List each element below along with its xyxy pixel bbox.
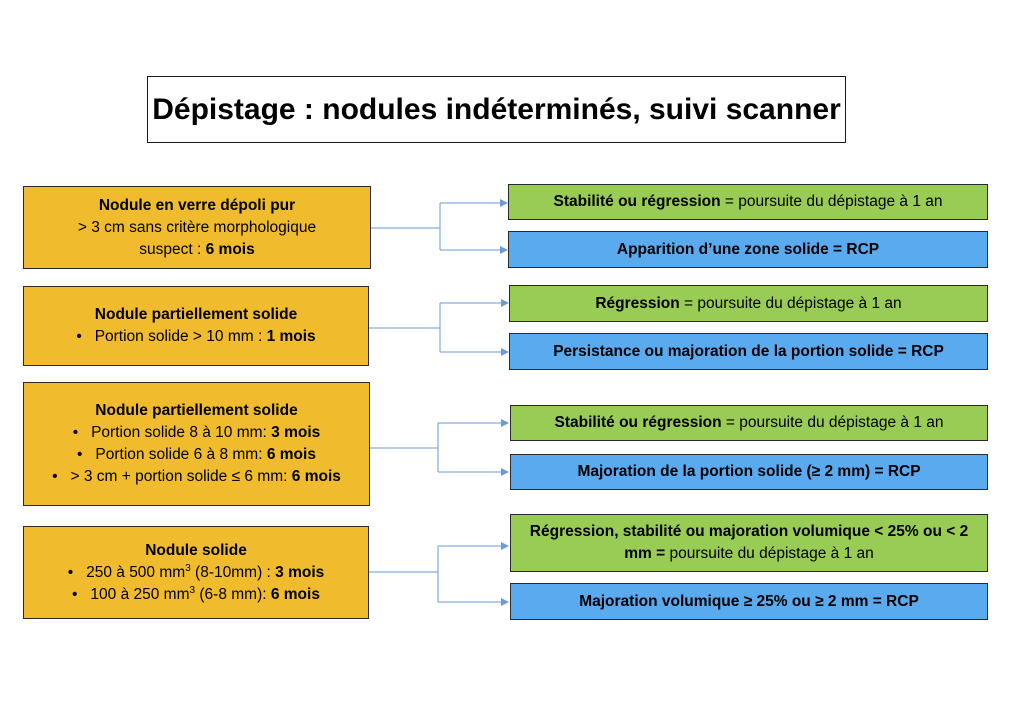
connector-row3 (370, 422, 506, 473)
box-heading: Nodule en verre dépoli pur (98, 196, 296, 214)
left-box-1: Nodule en verre dépoli pur > 3 cm sans c… (23, 186, 371, 269)
connector-row1 (371, 202, 506, 251)
box-heading: Nodule partiellement solide (95, 402, 298, 419)
box-line: suspect : 6 mois (139, 240, 255, 258)
green-box-4: Régression, stabilité ou majoration volu… (510, 514, 988, 572)
box-heading: Nodule solide (145, 541, 247, 559)
bullet-item: • Portion solide 8 à 10 mm: 3 mois (72, 424, 321, 441)
connector-row4 (369, 545, 506, 603)
blue-box-4: Majoration volumique ≥ 25% ou ≥ 2 mm = R… (510, 583, 988, 620)
bullet-item: • 250 à 500 mm3 (8-10mm) : 3 mois (67, 562, 325, 581)
box-line: > 3 cm sans critère morphologique (77, 218, 317, 236)
blue-box-3: Majoration de la portion solide (≥ 2 mm)… (510, 454, 988, 490)
bullet-item: • Portion solide 6 à 8 mm: 6 mois (77, 446, 316, 463)
box-heading: Nodule partiellement solide (94, 306, 298, 323)
blue-box-2: Persistance ou majoration de la portion … (509, 333, 988, 370)
left-box-4: Nodule solide • 250 à 500 mm3 (8-10mm) :… (23, 526, 369, 619)
page-title: Dépistage : nodules indéterminés, suivi … (147, 76, 846, 143)
bullet-item: • 100 à 250 mm3 (6-8 mm): 6 mois (72, 584, 320, 603)
green-box-2: Régression = poursuite du dépistage à 1 … (509, 285, 988, 322)
green-box-1: Stabilité ou régression = poursuite du d… (508, 184, 988, 220)
connector-row2 (369, 302, 506, 353)
blue-box-1: Apparition d’une zone solide = RCP (508, 231, 988, 268)
green-box-3: Stabilité ou régression = poursuite du d… (510, 405, 988, 441)
bullet-item: • Portion solide > 10 mm : 1 mois (76, 328, 316, 345)
left-box-3: Nodule partiellement solide • Portion so… (23, 382, 370, 506)
left-box-2: Nodule partiellement solide • Portion so… (23, 286, 369, 366)
bullet-item: • > 3 cm + portion solide ≤ 6 mm: 6 mois (52, 468, 341, 485)
